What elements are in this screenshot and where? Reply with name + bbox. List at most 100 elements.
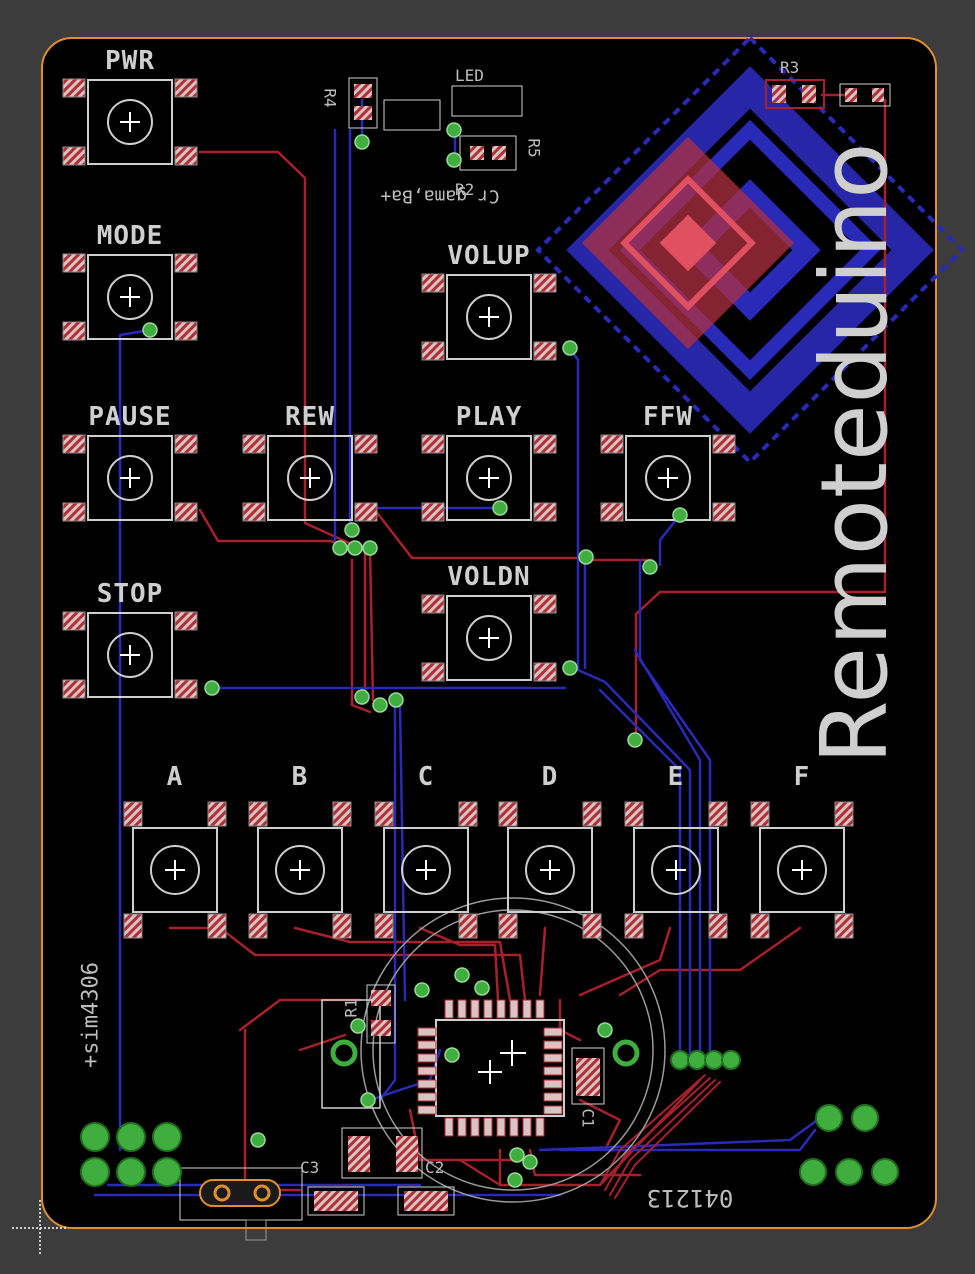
pad <box>62 434 86 454</box>
pad <box>207 913 227 939</box>
button-pwr <box>62 78 198 166</box>
pad <box>62 253 86 273</box>
label-c3: C3 <box>300 1158 320 1177</box>
via <box>414 982 430 998</box>
button-label-play: PLAY <box>455 402 523 432</box>
pad <box>533 434 557 454</box>
pad <box>458 801 478 827</box>
via <box>354 689 370 705</box>
pad <box>712 434 736 454</box>
crosshair-cursor-icon <box>12 1200 68 1256</box>
crystal-outline <box>321 999 640 1109</box>
pad <box>62 321 86 341</box>
pad <box>750 801 770 827</box>
via <box>578 549 594 565</box>
button-label-mode: MODE <box>96 221 164 251</box>
pad <box>421 273 445 293</box>
button-label-pause: PAUSE <box>88 402 172 432</box>
via <box>509 1147 525 1163</box>
button-label-a: A <box>166 762 184 792</box>
via <box>444 1047 460 1063</box>
revision-text: 041213 <box>646 1184 734 1212</box>
mcu-chip <box>360 897 666 1203</box>
pad <box>62 78 86 98</box>
mirrored-silkscreen-text: Cr gama,Ba+ <box>380 185 500 207</box>
via <box>627 732 643 748</box>
button-label-c: C <box>417 762 435 792</box>
pad <box>421 434 445 454</box>
via <box>562 340 578 356</box>
smd-parts <box>179 77 891 1241</box>
button-mode <box>62 253 198 341</box>
via <box>332 540 348 556</box>
pad <box>624 913 644 939</box>
button-rew <box>242 434 378 522</box>
via <box>562 660 578 676</box>
pad <box>533 341 557 361</box>
net-label: +sim4306 <box>78 962 104 1068</box>
button-label-stop: STOP <box>96 579 164 609</box>
pad <box>533 502 557 522</box>
via <box>350 1018 366 1034</box>
pad <box>374 801 394 827</box>
label-c1: C1 <box>578 1108 598 1128</box>
button-label-f: F <box>793 762 811 792</box>
button-label-volup: VOLUP <box>447 241 531 271</box>
pad <box>174 78 198 98</box>
pad <box>624 801 644 827</box>
pad <box>533 594 557 614</box>
pin-headers <box>80 1050 899 1187</box>
pad <box>174 253 198 273</box>
pad <box>62 611 86 631</box>
via <box>354 134 370 150</box>
button-label-b: B <box>291 762 309 792</box>
via <box>362 540 378 556</box>
via <box>492 500 508 516</box>
button-label-ffw: FFW <box>643 402 693 432</box>
via <box>642 559 658 575</box>
label-led: LED <box>455 66 484 85</box>
via <box>672 507 688 523</box>
pad <box>600 502 624 522</box>
pad <box>332 801 352 827</box>
via <box>388 692 404 708</box>
button-a <box>123 801 227 939</box>
pad <box>174 611 198 631</box>
via <box>446 122 462 138</box>
pad <box>834 801 854 827</box>
pad <box>248 801 268 827</box>
via <box>474 980 490 996</box>
pad <box>421 594 445 614</box>
pad <box>174 434 198 454</box>
pad <box>62 502 86 522</box>
button-d <box>498 801 602 939</box>
pad <box>374 913 394 939</box>
pad <box>750 913 770 939</box>
pad <box>582 913 602 939</box>
pad <box>458 913 478 939</box>
via <box>142 322 158 338</box>
pad <box>533 273 557 293</box>
label-r1: R1 <box>341 998 361 1018</box>
pad <box>332 913 352 939</box>
pad <box>834 913 854 939</box>
via <box>454 967 470 983</box>
via <box>250 1132 266 1148</box>
label-r2: R2 <box>455 180 475 199</box>
via <box>347 540 363 556</box>
pad <box>174 679 198 699</box>
button-voldn <box>421 594 557 682</box>
pad <box>354 502 378 522</box>
pad <box>708 801 728 827</box>
pad <box>62 146 86 166</box>
pad <box>354 434 378 454</box>
label-r5: R5 <box>524 138 544 158</box>
pad <box>207 801 227 827</box>
pad <box>421 341 445 361</box>
pad <box>248 913 268 939</box>
via <box>507 1172 523 1188</box>
pad <box>533 662 557 682</box>
label-r4: R4 <box>320 88 340 108</box>
brand-text: Remoteduino <box>801 141 908 765</box>
pad <box>174 502 198 522</box>
